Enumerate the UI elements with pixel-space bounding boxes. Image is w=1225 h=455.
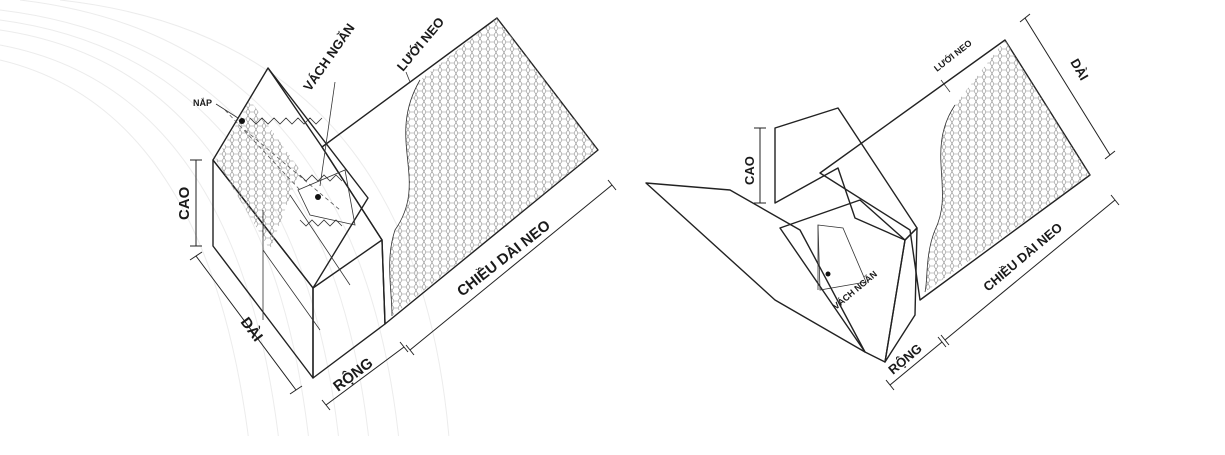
label-anchor-mesh-right: LƯỚI NEO [931, 37, 973, 73]
tie-point-1 [239, 118, 245, 124]
background-arcs [0, 0, 451, 451]
gabion-end-face [312, 239, 386, 379]
label-length-right: DÀI [1067, 56, 1091, 83]
tie-point-2 [315, 194, 321, 200]
panel-back-wall [774, 107, 918, 241]
partition-right [817, 224, 867, 291]
gabion-lid-mesh [216, 100, 300, 250]
partition-left [297, 169, 356, 226]
tie-point-3 [825, 271, 831, 277]
label-lid-left: NẮP [193, 98, 212, 108]
label-height-left: CAO [176, 186, 193, 220]
label-height-right: CAO [742, 156, 757, 185]
label-partition-right: VÁCH NGĂN [831, 269, 879, 312]
gabion-lid-open [212, 67, 369, 289]
anchor-mesh-sheet-right [819, 39, 1091, 301]
anchor-mesh-pattern-right [925, 40, 1090, 292]
panel-base [779, 199, 906, 363]
figure-left: CAO DÀI RỘNG CHIỀU DÀI NEO NẮP VÁCH NGĂN… [176, 14, 617, 411]
caption-strip [0, 436, 1225, 455]
anchor-mesh-pattern-left [389, 18, 598, 316]
label-partition-left: VÁCH NGĂN [300, 21, 357, 94]
figure-right: CAO DÀI RỘNG CHIỀU DÀI NEO LƯỚI NEO VÁCH… [645, 13, 1120, 391]
label-width-right: RỘNG [885, 341, 925, 378]
panel-left-wing [645, 182, 866, 353]
